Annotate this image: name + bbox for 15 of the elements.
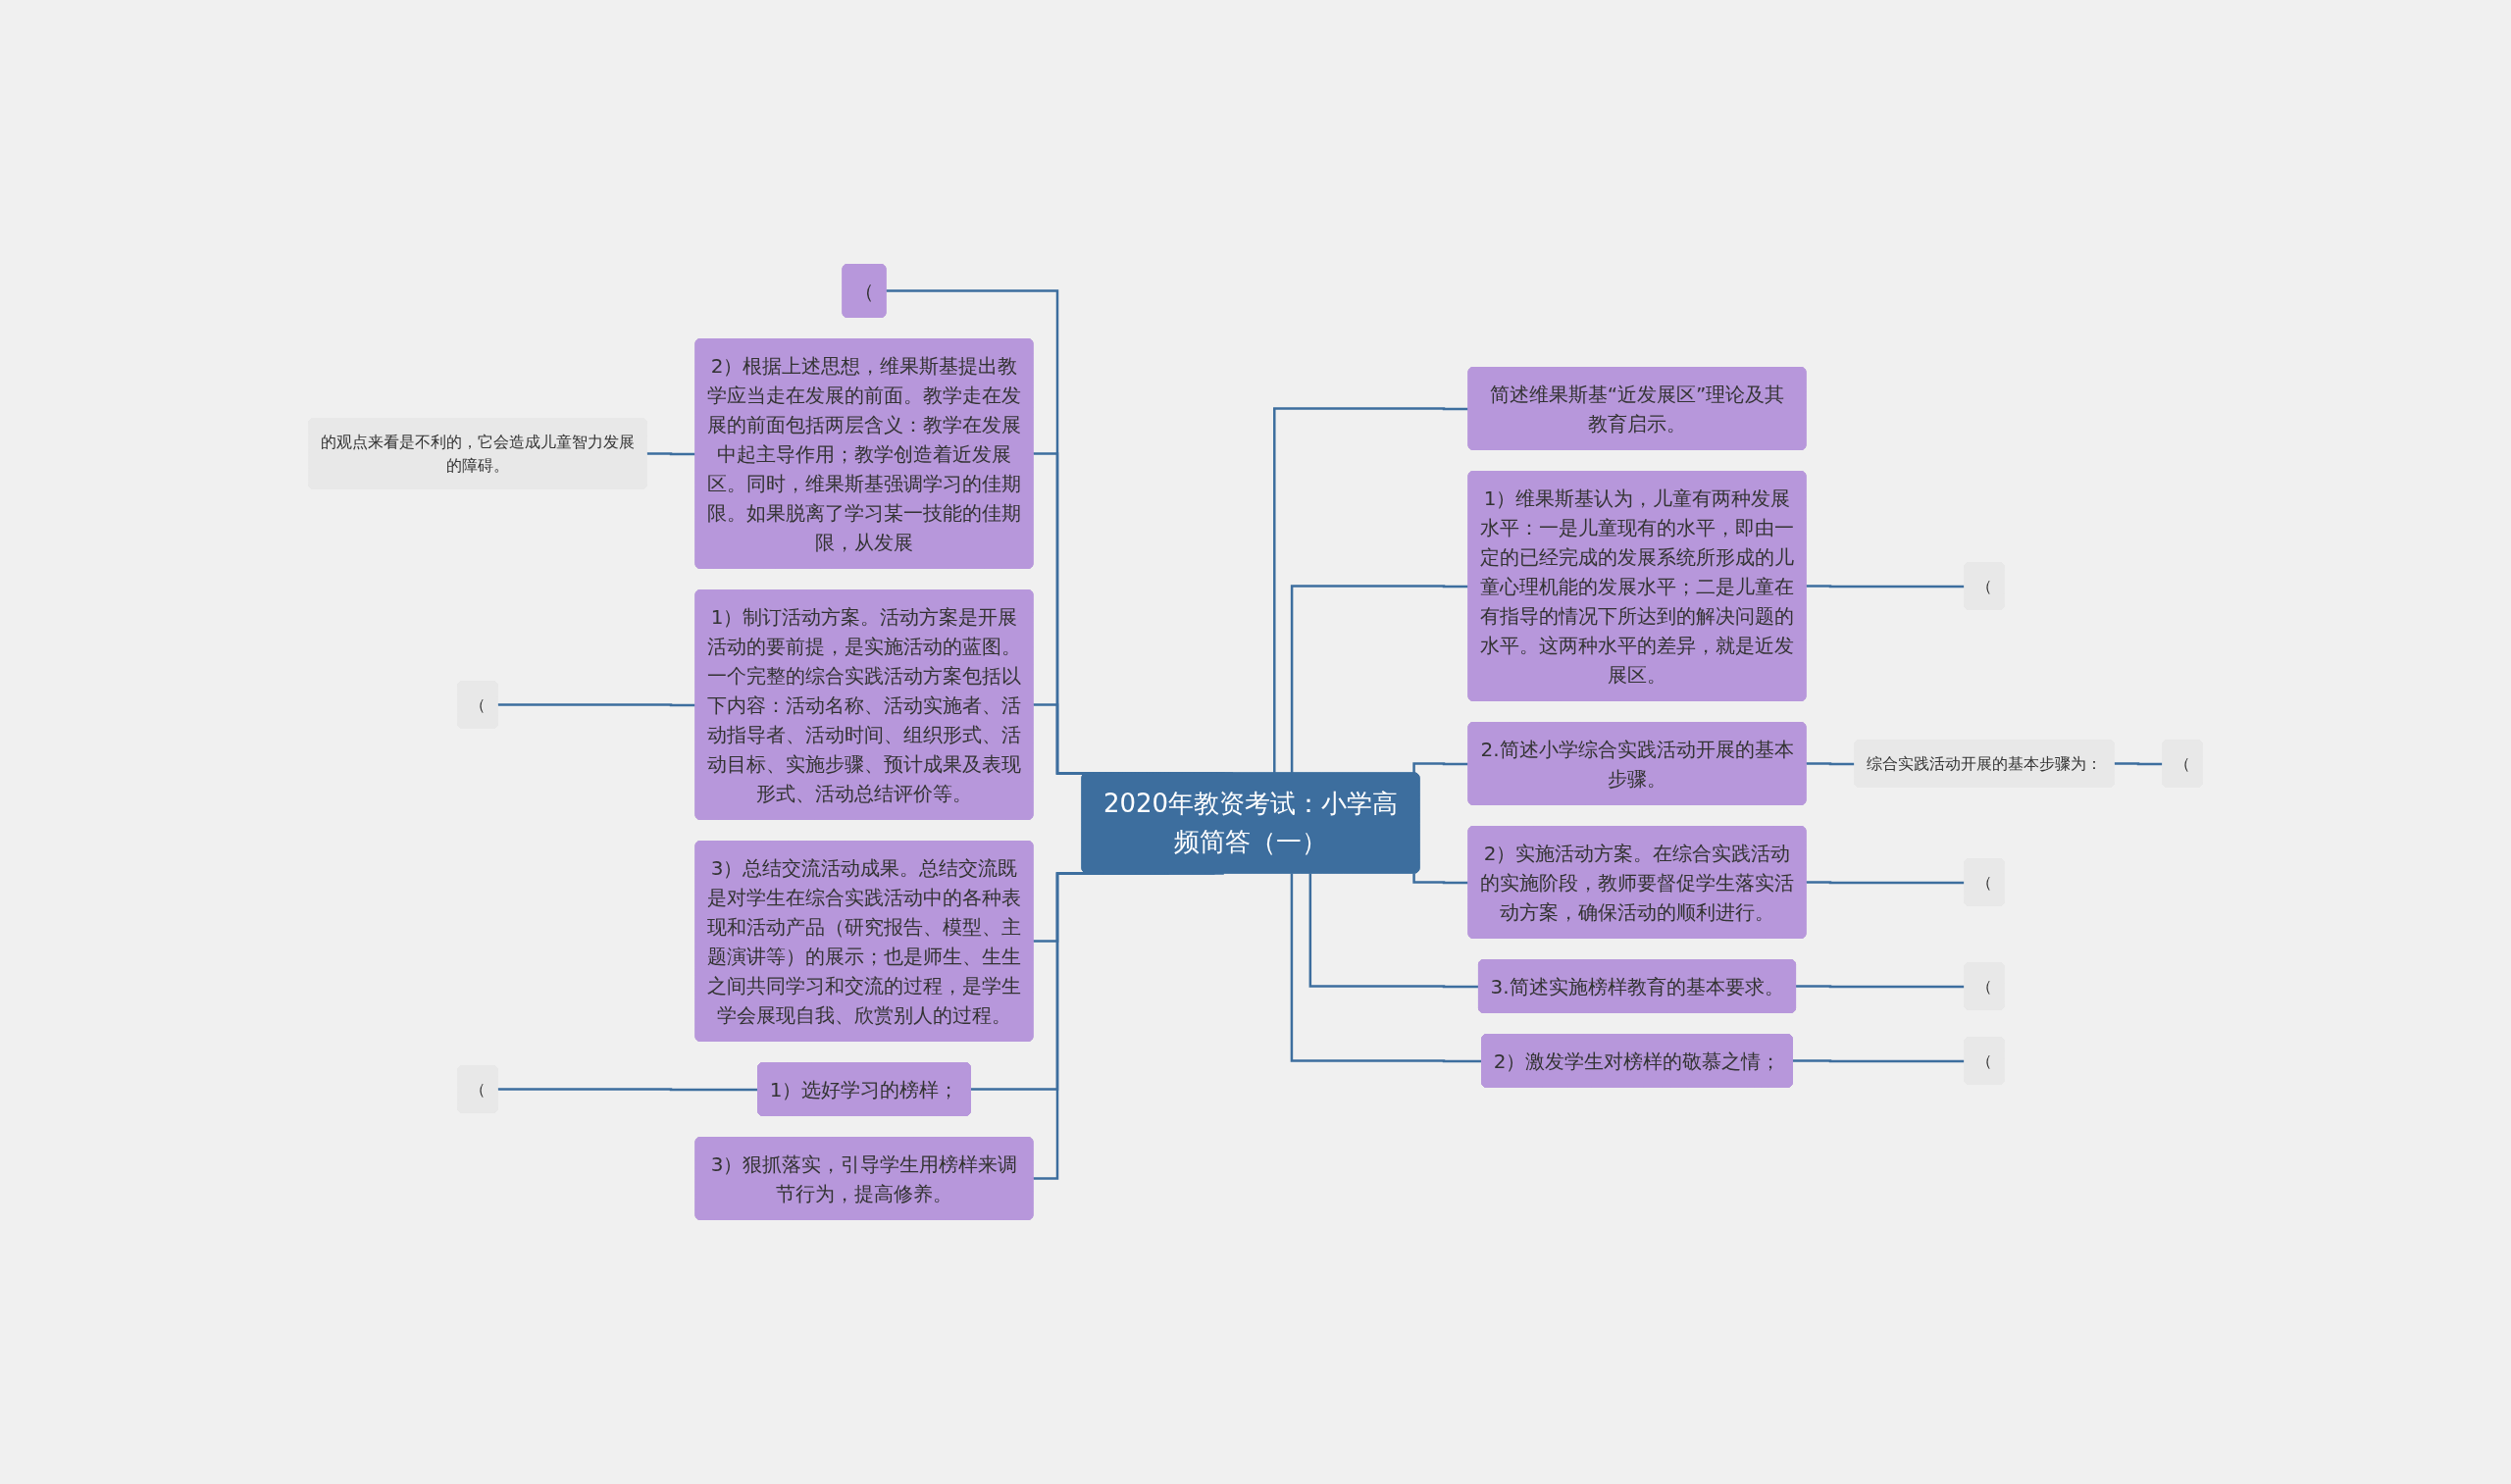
connector [1794, 985, 1966, 989]
connector [1412, 873, 1469, 885]
connector [1805, 585, 1966, 588]
connector [496, 703, 696, 707]
connector [2113, 762, 2164, 766]
connector [1290, 585, 1469, 774]
connector [496, 1088, 759, 1092]
connector [1308, 873, 1479, 989]
connector [1805, 881, 1966, 885]
connector [1791, 1059, 1966, 1063]
connector [1273, 407, 1469, 774]
connector [1412, 762, 1469, 774]
connector [1805, 762, 1856, 766]
connector [645, 452, 696, 456]
connector [1290, 873, 1483, 1063]
